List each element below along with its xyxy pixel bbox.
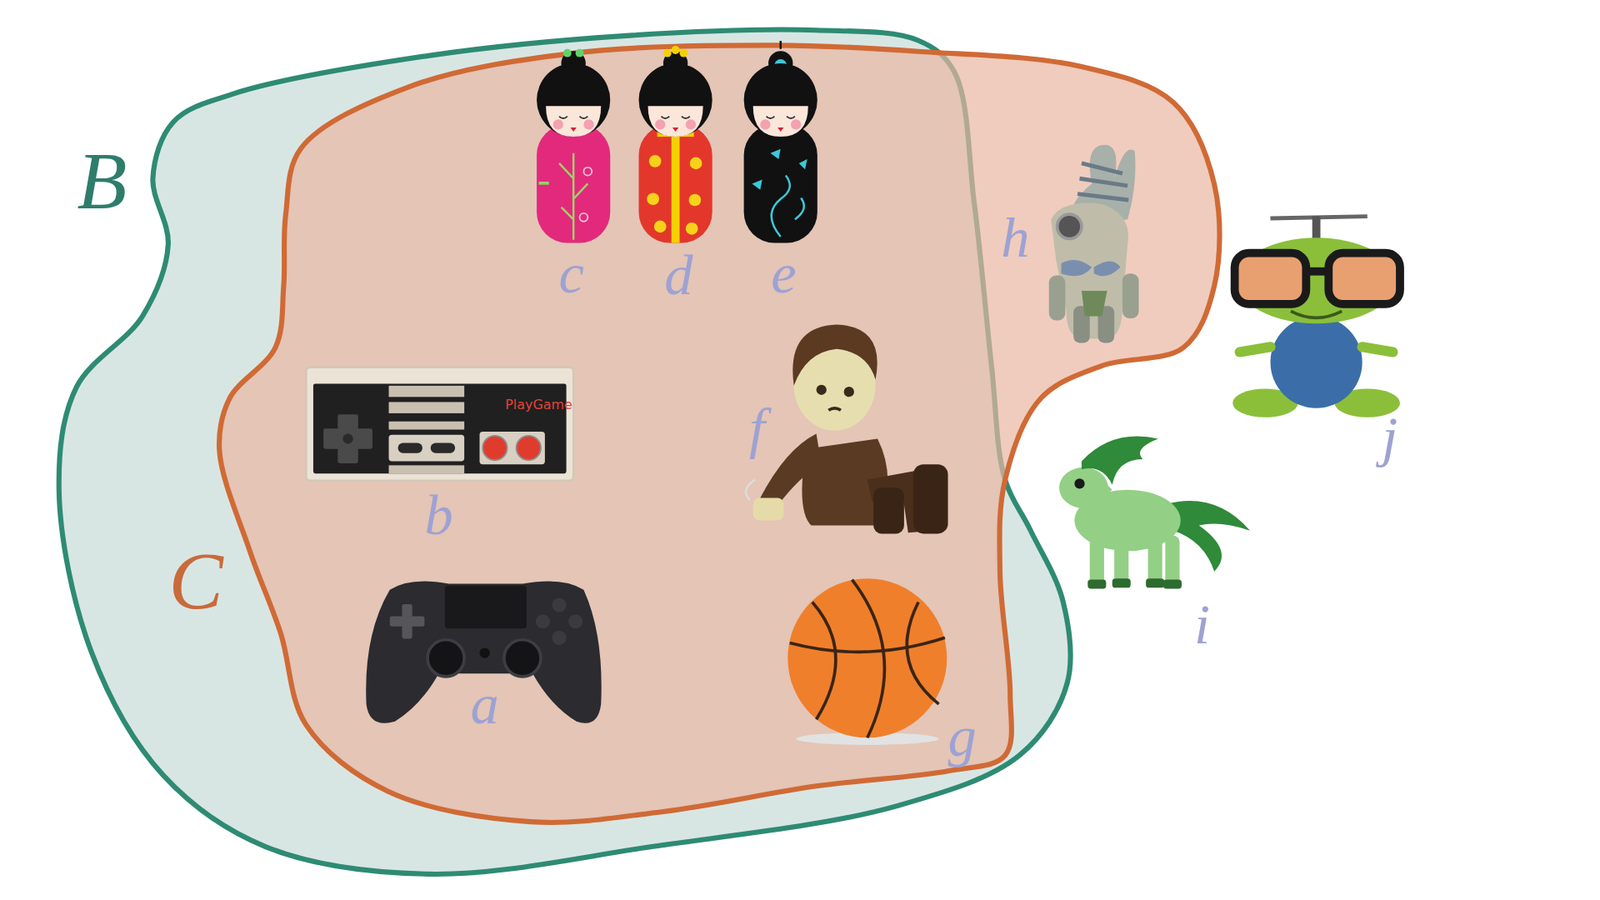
item-letter: f xyxy=(749,400,765,458)
set-name: C xyxy=(168,540,223,623)
set-name: B xyxy=(77,140,128,223)
label-holder: h xyxy=(1000,209,1030,267)
pony-toy xyxy=(1059,436,1250,590)
item-letter: j xyxy=(1381,408,1398,466)
brand-text: PlayGame xyxy=(505,398,573,412)
item-letter: e xyxy=(770,245,796,303)
label-holder: i xyxy=(1194,595,1210,654)
kokeshi-doll xyxy=(744,40,818,243)
label-holder: b xyxy=(424,486,453,545)
label-holder: a xyxy=(470,675,499,734)
item-letter: a xyxy=(470,675,499,734)
label-holder: j xyxy=(1381,408,1398,466)
label-holder: d xyxy=(664,246,693,305)
item-letter: g xyxy=(948,708,977,766)
kokeshi-doll xyxy=(639,45,713,243)
label-holder: f xyxy=(749,400,765,458)
item-letter: i xyxy=(1194,595,1210,654)
item-letter: c xyxy=(558,245,584,303)
item-letter: b xyxy=(424,486,453,545)
label-holder: g xyxy=(948,708,977,766)
frog-figure xyxy=(1232,216,1400,418)
retro-controller xyxy=(305,367,574,481)
label-holder: PlayGame xyxy=(505,398,573,412)
basketball xyxy=(787,578,947,745)
item-letter: h xyxy=(1000,209,1030,267)
kokeshi-doll xyxy=(536,49,610,244)
rag-doll xyxy=(745,324,948,534)
label-holder: e xyxy=(770,245,796,303)
region-shape xyxy=(219,45,1220,823)
label-holder: c xyxy=(558,245,584,303)
plush-toy xyxy=(1049,145,1140,344)
item-letter: d xyxy=(664,246,693,305)
